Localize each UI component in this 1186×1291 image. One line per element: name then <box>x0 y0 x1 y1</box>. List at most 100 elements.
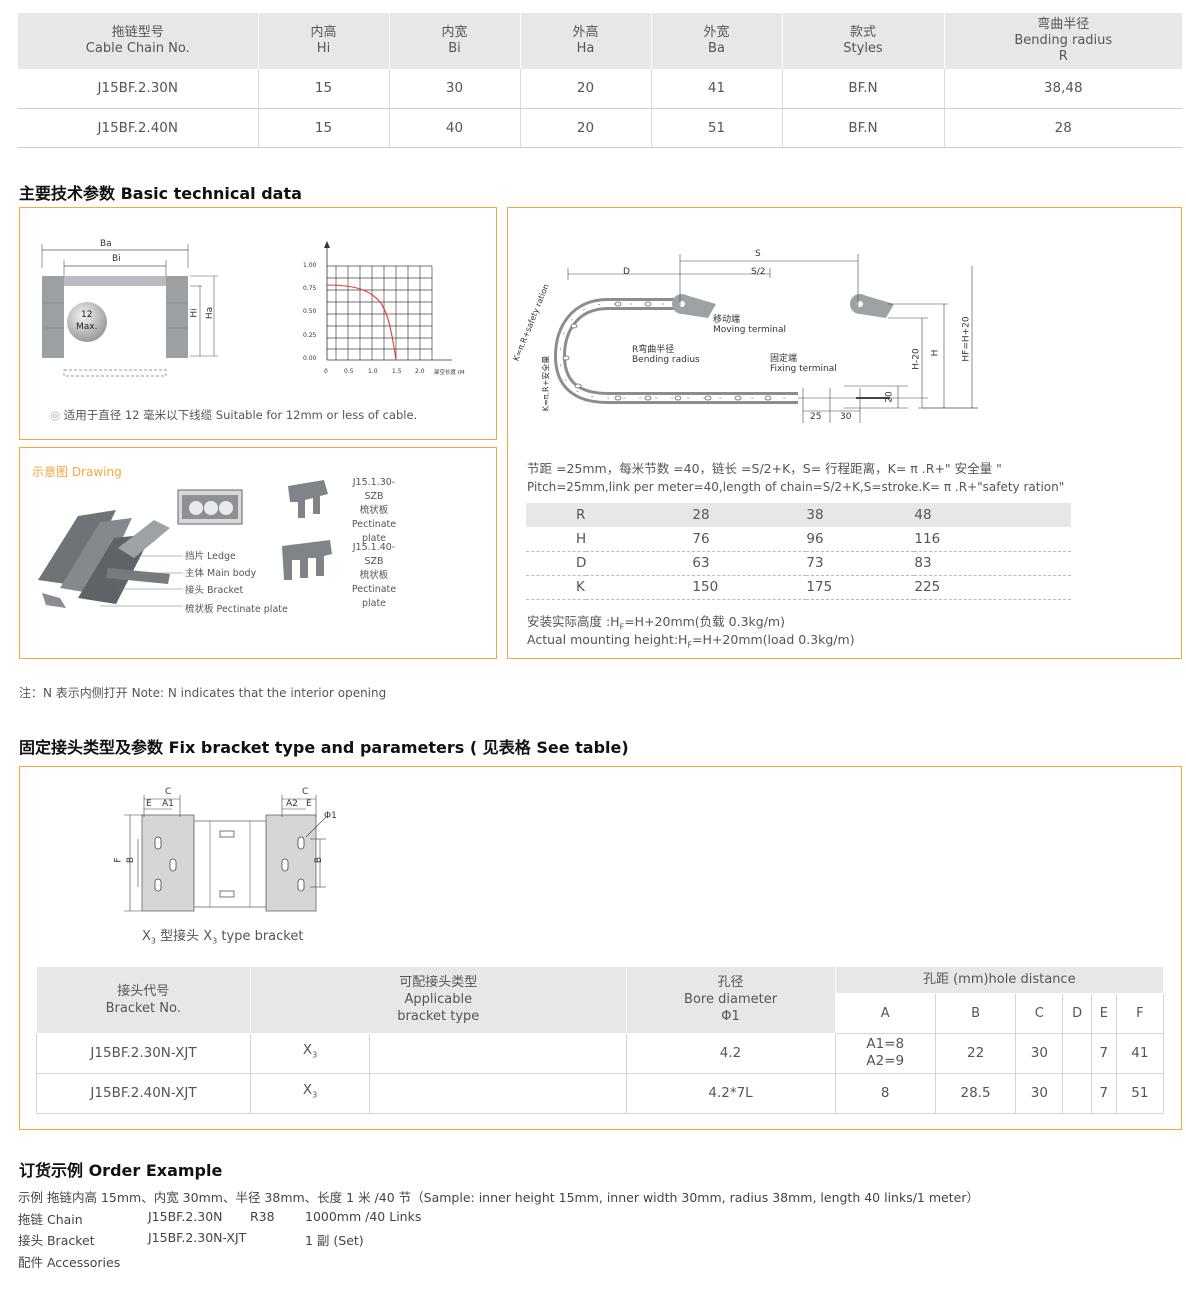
order-example-title: 订货示例 Order Example <box>19 1161 223 1180</box>
radius-label-zh: R弯曲半径 <box>632 345 675 355</box>
table-cell: 40 <box>389 108 521 148</box>
table-cell: 38,48 <box>944 69 1182 109</box>
dim-a2: A2 <box>286 799 298 809</box>
load-curve <box>326 284 397 361</box>
fixing-terminal-en: Fixing terminal <box>770 364 837 374</box>
table-cell: BF.N <box>782 108 945 148</box>
x-tick: 1.5 <box>392 368 402 375</box>
main-body-label: 主体 Main body <box>185 568 257 579</box>
table-row: J15BF.2.40N-XJT X3 4.2*7L 8 28.5 30 7 51 <box>36 1072 1165 1114</box>
pectinate-label: 梳状板 Pectinate plate <box>185 604 288 615</box>
table-header: 孔距 (mm)hole distance <box>835 967 1165 994</box>
table-cell: 20 <box>520 69 652 109</box>
bi-label: Bi <box>112 254 121 264</box>
drawing-panel: 示意图 Drawing J15.1.30-SZB 梳状板 Pectinate p… <box>19 447 497 659</box>
dim-20: 20 <box>884 391 895 403</box>
dim-25: 25 <box>810 412 822 422</box>
ball-size: 12 <box>81 310 93 320</box>
cross-section-panel: Ba Bi Hi Ha 12 Max. 1.00 0.75 0.50 0.25 … <box>19 207 497 440</box>
table-row: R 28 38 48 <box>526 503 1071 527</box>
d-label: D <box>623 267 630 277</box>
bracket-caption: X3 型接头 X3 type bracket <box>142 929 304 946</box>
ledge-label: 挡片 Ledge <box>185 551 236 562</box>
k-label-zh: K=π.R+安全量 <box>541 355 551 412</box>
radius-label-en: Bending radius <box>632 355 700 365</box>
x-axis-label: 架空长度 (M <box>434 370 465 376</box>
section-title-bracket: 固定接头类型及参数 Fix bracket type and parameter… <box>19 738 629 757</box>
table-row: J15BF.2.40N 15 40 20 51 BF.N 28 <box>18 108 1182 148</box>
pitch-note-en: Pitch=25mm,link per meter=40,length of c… <box>527 480 1065 494</box>
cable-ball-icon <box>67 302 107 342</box>
order-accessories-row: 配件 Accessories <box>18 1255 121 1270</box>
plate-1-label: J15.1.30-SZB 梳状板 Pectinate plate <box>351 477 397 544</box>
dim-b-right: B <box>314 856 325 864</box>
dimension-table: R 28 38 48 H 76 96 116 D 63 73 83 K 150 … <box>526 503 1071 600</box>
pitch-note-zh: 节距 =25mm，每米节数 =40，链长 =S/2+K，S= 行程距离，K= π… <box>527 461 1002 476</box>
ha-label: Ha <box>205 306 216 320</box>
bracket-drawing <box>124 795 327 912</box>
install-diagram <box>553 254 978 423</box>
table-row: J15BF.2.30N 15 30 20 41 BF.N 38,48 <box>18 69 1182 109</box>
chain-3d-drawing <box>38 480 332 608</box>
plate-2-label: J15.1.40-SZB 梳状板 Pectinate plate <box>351 542 397 609</box>
y-tick: 0.00 <box>303 355 317 362</box>
moving-terminal-en: Moving terminal <box>713 325 786 335</box>
table-row: H 76 96 116 <box>526 527 1071 552</box>
table-cell: 20 <box>520 108 652 148</box>
y-tick: 0.50 <box>303 308 317 315</box>
order-bracket-row: 接头 Bracket J15BF.2.30N-XJT 1 副 (Set) <box>18 1230 364 1248</box>
bullet-icon: ◎ <box>50 408 64 422</box>
hi-label: Hi <box>189 308 200 318</box>
dim-a1: A1 <box>162 799 174 809</box>
table-cell: 28 <box>944 108 1182 148</box>
half-stroke-label: S/2 <box>751 267 766 277</box>
x-tick: 2.0 <box>415 368 425 375</box>
dim-e: E <box>146 799 152 809</box>
y-tick: 1.00 <box>303 262 317 269</box>
y-tick: 0.75 <box>303 285 317 292</box>
dim-c-right: C <box>302 787 309 797</box>
table-row: K 150 175 225 <box>526 575 1071 600</box>
fixing-terminal-zh: 固定端 <box>770 354 798 364</box>
dim-b: B <box>126 856 137 864</box>
table-cell: 30 <box>389 69 521 109</box>
dim-e-right: E <box>306 799 312 809</box>
order-example-line: 示例 拖链内高 15mm、内宽 30mm、半径 38mm、长度 1 米 /40 … <box>18 1190 979 1205</box>
dim-c: C <box>165 787 172 797</box>
dim-phi: Φ1 <box>324 811 337 821</box>
drawing-title: 示意图 Drawing <box>32 465 122 479</box>
x-tick: 0.5 <box>344 368 354 375</box>
h-minus-20-label: H-20 <box>911 348 922 370</box>
ball-max: Max. <box>76 322 98 332</box>
table-cell: 51 <box>651 108 783 148</box>
table-cell: J15BF.2.30N <box>18 69 259 109</box>
h-label: H <box>930 349 941 357</box>
table-cell: 15 <box>258 69 390 109</box>
interior-opening-note: 注：N 表示内侧打开 Note: N indicates that the in… <box>19 686 387 700</box>
cross-section-drawing <box>41 241 452 377</box>
section-title-technical: 主要技术参数 Basic technical data <box>19 184 302 203</box>
x-tick: 0 <box>324 368 328 375</box>
table-row: D 63 73 83 <box>526 551 1071 576</box>
table-cell: J15BF.2.40N <box>18 108 259 148</box>
dim-f: F <box>113 857 124 863</box>
ba-label: Ba <box>100 239 112 249</box>
mount-note-zh: 安装实际高度 :HF=H+20mm(负载 0.3kg/m) <box>527 614 785 632</box>
bracket-label: 接头 Bracket <box>185 585 244 596</box>
hf-label: HF=H+20 <box>961 316 972 362</box>
table-cell: 41 <box>651 69 783 109</box>
